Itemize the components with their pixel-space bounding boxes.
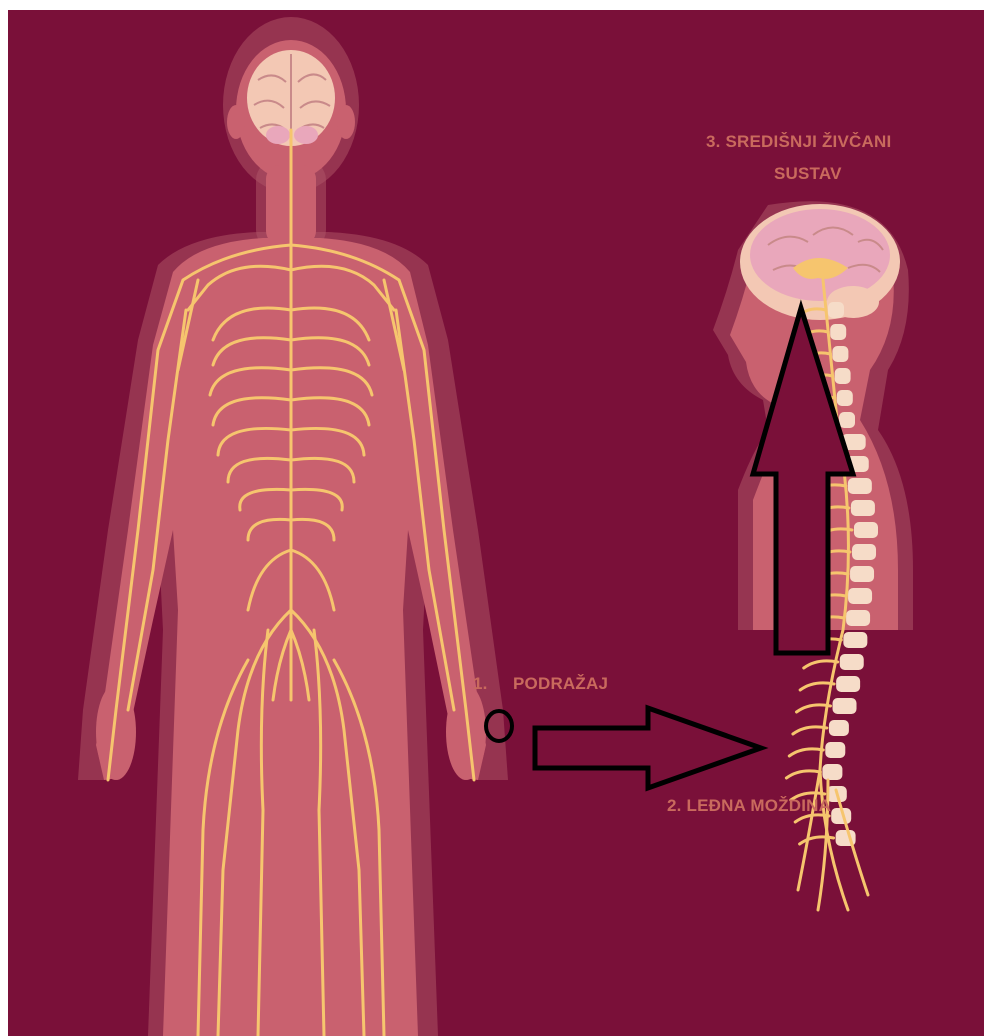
vertebra bbox=[837, 390, 853, 406]
vertebra bbox=[832, 346, 848, 362]
vertebra bbox=[850, 566, 874, 582]
vertebra bbox=[848, 588, 872, 604]
vertebra bbox=[852, 544, 876, 560]
vertebra bbox=[840, 654, 864, 670]
vertebra bbox=[846, 610, 870, 626]
vertebra bbox=[829, 720, 849, 736]
label-spinal-cord: 2. LEĐNA MOŽDINA bbox=[667, 796, 831, 816]
label-stimulus: PODRAŽAJ bbox=[513, 674, 608, 694]
vertebra bbox=[830, 324, 846, 340]
vertebra bbox=[833, 698, 857, 714]
vertebra bbox=[843, 632, 867, 648]
label-cns-line2: SUSTAV bbox=[774, 164, 842, 184]
vertebra bbox=[854, 522, 878, 538]
vertebra bbox=[822, 764, 842, 780]
vertebra bbox=[848, 478, 872, 494]
vertebra bbox=[839, 412, 855, 428]
vertebra bbox=[825, 742, 845, 758]
side-brain bbox=[740, 204, 900, 320]
vertebra bbox=[836, 676, 860, 692]
label-cns-line1: 3. SREDIŠNJI ŽIVČANI bbox=[706, 132, 891, 152]
vertebra bbox=[851, 500, 875, 516]
vertebra bbox=[835, 368, 851, 384]
vertebra bbox=[828, 302, 844, 318]
label-stimulus-number: 1. bbox=[473, 674, 488, 694]
diagram-canvas: 3. SREDIŠNJI ŽIVČANI SUSTAV 1. PODRAŽAJ … bbox=[8, 10, 984, 1036]
